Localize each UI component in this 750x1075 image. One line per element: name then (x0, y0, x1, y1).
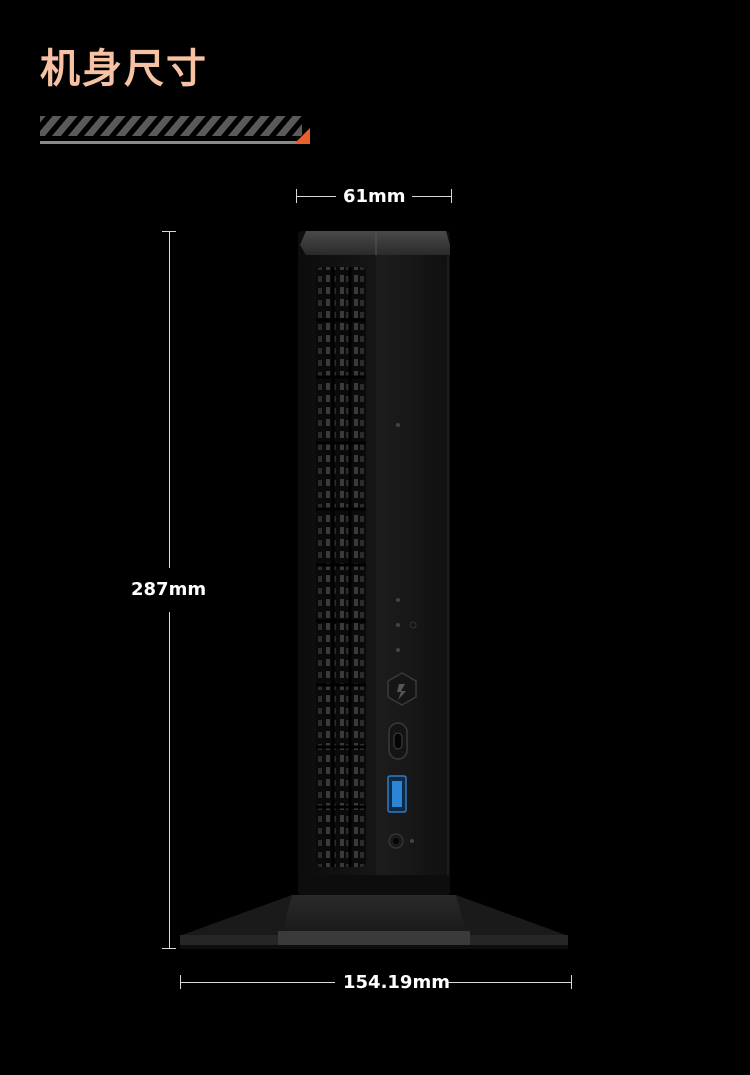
height-dimension-label: 287mm (131, 579, 207, 600)
section-title: 机身尺寸 (40, 46, 208, 92)
usb-c-port-icon (388, 722, 408, 760)
base-width-dimension-label: 154.19mm (343, 972, 450, 993)
width-dimension-label: 61mm (343, 186, 406, 207)
accent-triangle-icon (294, 128, 310, 144)
height-dim-tick-bottom (162, 948, 176, 949)
height-dim-line-top (169, 231, 170, 568)
width-dim-line-right (412, 196, 452, 197)
tower-body (298, 231, 450, 895)
height-dim-line-bottom (169, 612, 170, 949)
mini-pc-illustration (180, 231, 568, 949)
base-dim-tick-right (571, 975, 572, 989)
audio-jack-icon (388, 833, 414, 849)
base-dim-line-right (448, 982, 571, 983)
base-dim-line-left (180, 982, 335, 983)
usb-a-port-icon (387, 775, 407, 813)
width-dim-tick-left (296, 189, 297, 203)
stand-base (180, 895, 568, 949)
width-dim-line-left (296, 196, 336, 197)
section-heading: 机身尺寸 (40, 40, 320, 144)
width-dim-tick-right (451, 189, 452, 203)
heading-stripe-decoration (40, 116, 310, 144)
